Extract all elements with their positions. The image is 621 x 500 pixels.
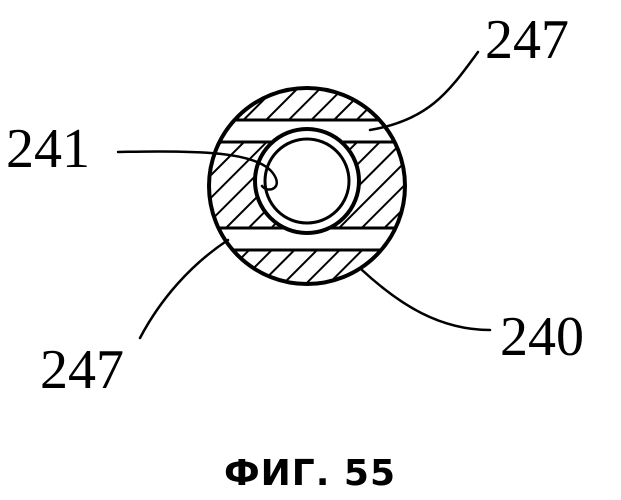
figure-caption: ФИГ. 55 bbox=[224, 453, 396, 494]
label-bottom-right-240: 240 bbox=[500, 306, 584, 368]
cross-section bbox=[200, 80, 415, 290]
label-left-241: 241 bbox=[6, 118, 90, 180]
label-top-right-247: 247 bbox=[485, 9, 569, 71]
top-hatched-segment bbox=[200, 80, 415, 120]
leader-bottom-left-247 bbox=[140, 240, 228, 338]
leader-bottom-right-240 bbox=[362, 270, 490, 330]
leader-top-right-247 bbox=[370, 52, 478, 130]
label-bottom-left-247: 247 bbox=[40, 339, 124, 401]
